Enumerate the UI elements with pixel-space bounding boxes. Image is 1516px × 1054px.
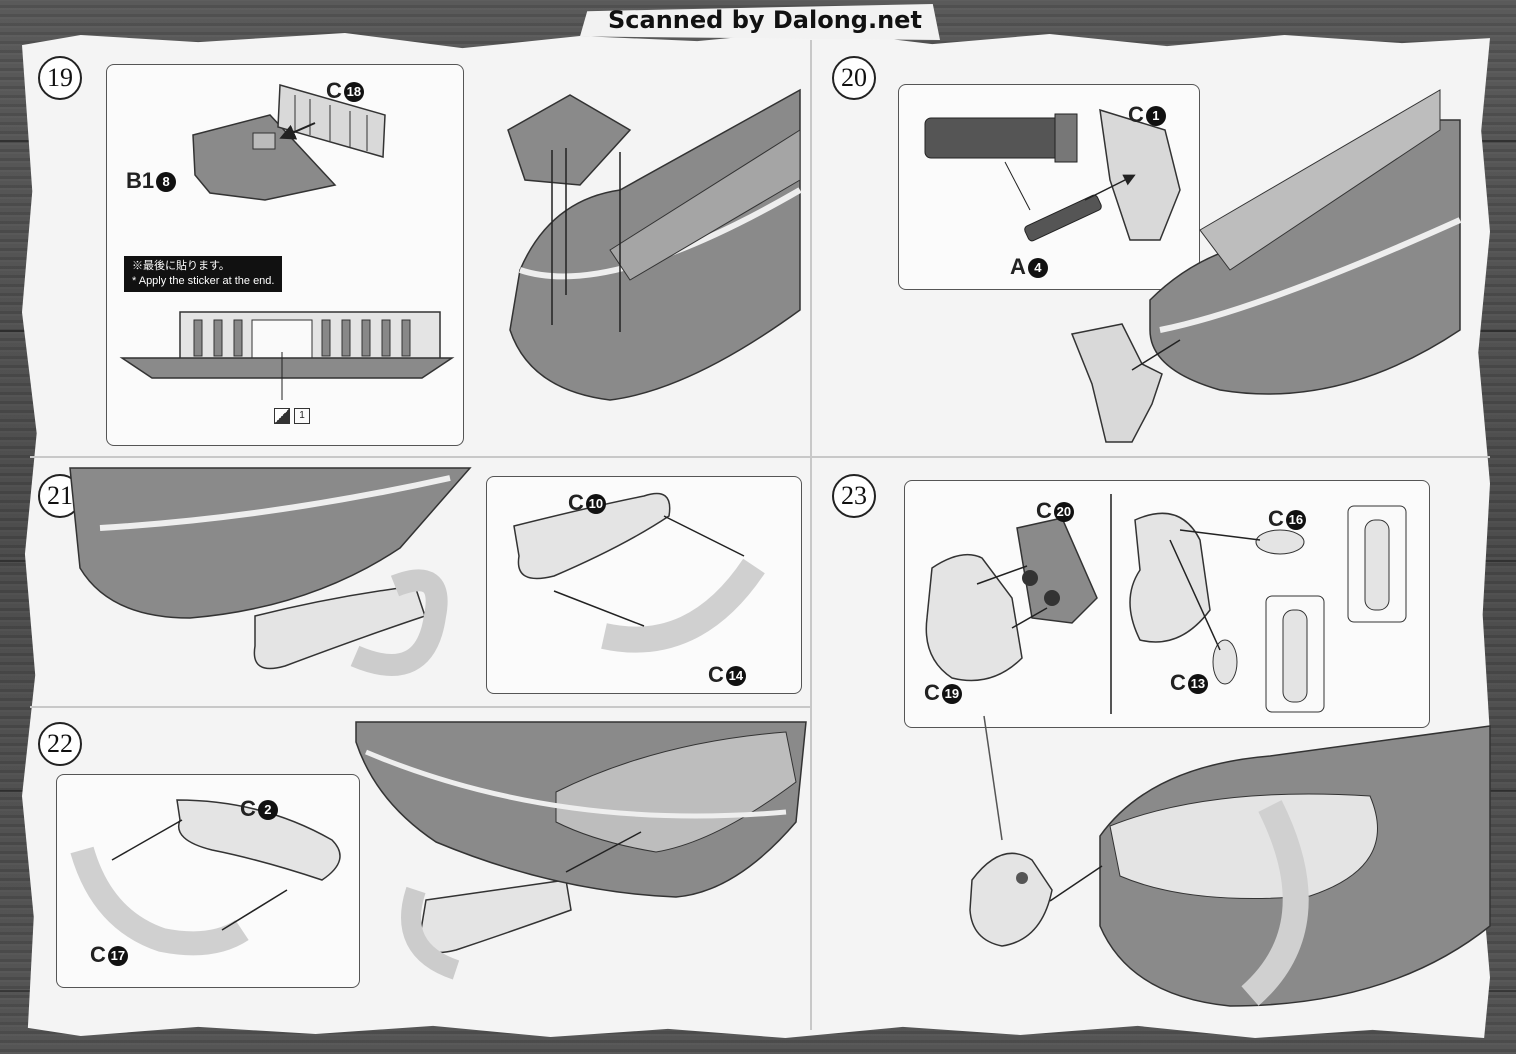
ship-stern-diagram [507, 88, 802, 401]
sticker-reference: 1 [274, 408, 310, 424]
railing-deck-assembly-diagram [192, 84, 386, 201]
ship-bow-diagram [1131, 89, 1462, 395]
section-divider [30, 706, 810, 708]
sticker-note-jp: ※最後に貼ります。 [132, 260, 230, 272]
part-number: 13 [1187, 674, 1208, 695]
part-letter: C [1128, 102, 1144, 127]
part-number: 10 [585, 494, 606, 515]
bow-rail-assembly-diagram [513, 492, 765, 653]
part-letter: A [1010, 254, 1026, 279]
part-number: 1 [1145, 106, 1166, 127]
part-number: 14 [725, 666, 746, 687]
step-number: 19 [38, 56, 82, 100]
step-number: 20 [832, 56, 876, 100]
scan-credit: Scanned by Dalong.net [608, 6, 922, 34]
ship-side-diagram [69, 467, 472, 619]
part-number: 20 [1053, 502, 1074, 523]
bow-rail-part [401, 879, 572, 980]
part-number: 16 [1285, 510, 1306, 531]
part-number: 8 [156, 172, 177, 193]
inset-divider [1110, 494, 1112, 714]
sticker-note: ※最後に貼ります。 * Apply the sticker at the end… [124, 256, 283, 292]
section-divider [30, 456, 1490, 458]
part-letter: C [1170, 670, 1186, 695]
sheep-horns-assembly-diagram [1129, 505, 1407, 685]
sticker-note-en: * Apply the sticker at the end. [132, 275, 275, 287]
part-number: 2 [257, 800, 278, 821]
section-divider [810, 40, 812, 1030]
sheep-head-assembly-diagram [925, 517, 1098, 682]
figurehead-assembly-diagram [924, 108, 1181, 242]
figurehead-part [1070, 323, 1163, 443]
railing-front-view-diagram [119, 311, 455, 400]
part-letter: C [708, 662, 724, 687]
horn-detail-inset [1265, 595, 1325, 713]
part-letter: B1 [126, 168, 155, 193]
callout-pointer [983, 715, 1003, 841]
part-number: 17 [107, 946, 128, 967]
ship-bow-final-diagram [1049, 725, 1491, 1007]
sticker-count: 1 [294, 408, 310, 424]
part-letter: C [924, 680, 940, 705]
bow-rail-part [253, 569, 448, 676]
part-letter: C [1036, 498, 1052, 523]
part-number: 18 [343, 82, 364, 103]
part-number: 19 [941, 684, 962, 705]
sheep-head-part [969, 852, 1053, 947]
part-letter: C [326, 78, 342, 103]
part-letter: C [1268, 506, 1284, 531]
part-letter: C [90, 942, 106, 967]
part-number: 4 [1027, 258, 1048, 279]
step-number: 23 [832, 474, 876, 518]
part-letter: C [240, 796, 256, 821]
ship-side-diagram [355, 721, 807, 898]
part-letter: C [568, 490, 584, 515]
sticker-icon [274, 408, 290, 424]
step-number: 22 [38, 722, 82, 766]
